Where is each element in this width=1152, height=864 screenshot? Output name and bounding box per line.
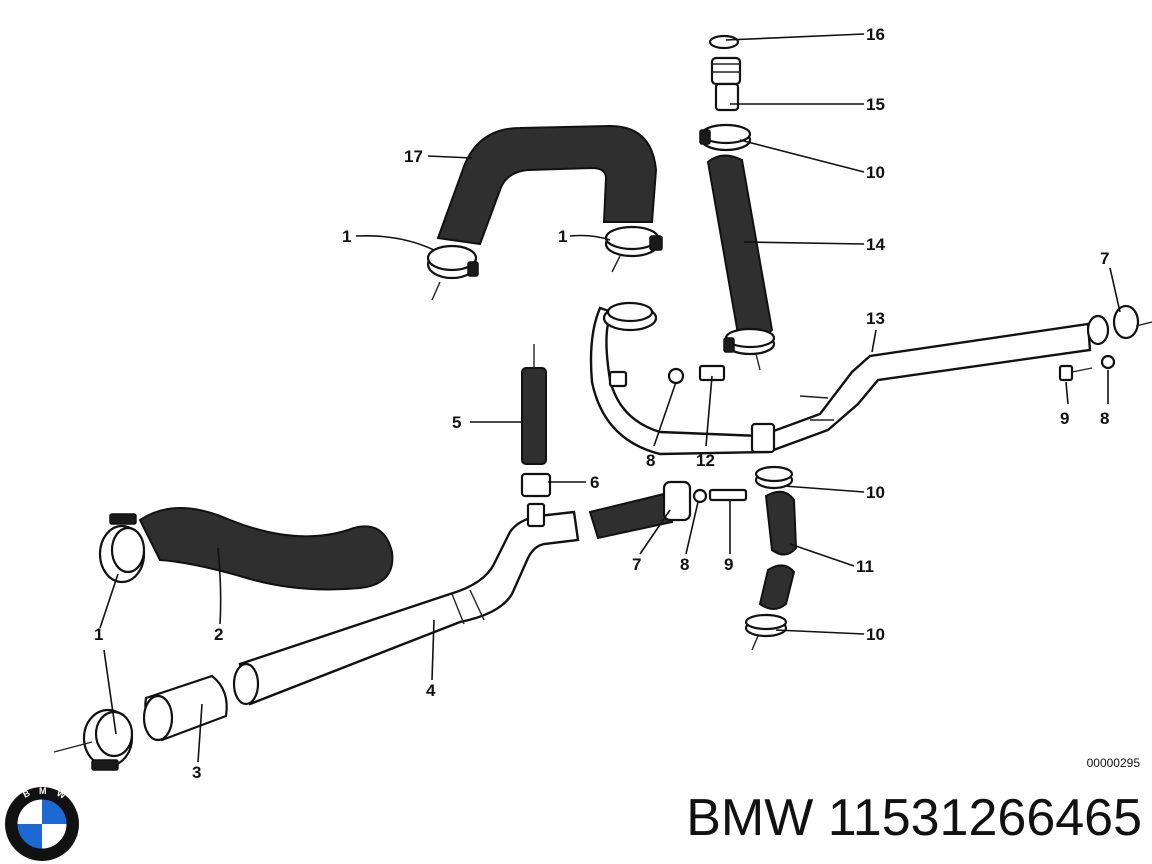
- callout-12: 12: [696, 451, 715, 470]
- drawing-code: 00000295: [1086, 756, 1140, 770]
- bolt-9-right: [1058, 364, 1093, 382]
- hose-5: [521, 344, 547, 465]
- callout-15: 15: [866, 95, 885, 114]
- clamp-1-left-bottom: [53, 708, 134, 771]
- cap-16: [708, 34, 740, 50]
- callout-10-mid: 10: [866, 483, 885, 502]
- callout-1-mid: 1: [558, 227, 567, 246]
- callout-2: 2: [214, 625, 223, 644]
- washer-8-mid: [667, 367, 685, 385]
- svg-text:M: M: [39, 786, 47, 796]
- callout-14: 14: [866, 235, 885, 254]
- callout-9-right: 9: [1060, 409, 1069, 428]
- callout-4: 4: [426, 681, 436, 700]
- callout-3: 3: [192, 763, 201, 782]
- callout-8-mid: 8: [646, 451, 655, 470]
- hose-14: [706, 154, 774, 339]
- bolt-9-lower: [708, 488, 748, 502]
- callout-7-right: 7: [1100, 249, 1109, 268]
- clamp-bottom-14: [723, 327, 776, 371]
- clamp-10-bottom: [744, 613, 788, 651]
- hose-stub: [588, 492, 674, 540]
- hose-2: [138, 507, 394, 591]
- callout-17: 17: [404, 147, 423, 166]
- hose-17: [436, 124, 658, 246]
- leader-lines: [99, 33, 1121, 763]
- callout-labels: 16 15 10 14 17 1 1 7 13 9 8 5 8 12 6 10 …: [94, 25, 1109, 782]
- callout-13: 13: [866, 309, 885, 328]
- clamp-1-mid: [604, 225, 663, 273]
- svg-text:B: B: [21, 788, 32, 800]
- sleeve-7-right: [1086, 304, 1152, 346]
- washer-8-lower: [692, 488, 708, 504]
- clamp-10-top: [699, 123, 752, 152]
- callout-10-top: 10: [866, 163, 885, 182]
- callout-11: 11: [856, 557, 874, 576]
- callout-16: 16: [866, 25, 885, 44]
- clip-6: [520, 472, 552, 498]
- clamp-1-top: [426, 244, 479, 301]
- callout-8-right: 8: [1100, 409, 1109, 428]
- clamp-10-mid: [754, 465, 794, 490]
- bmw-logo: B M W: [5, 786, 79, 861]
- part-caption: BMW 11531266465: [592, 788, 1142, 848]
- callout-8-lower: 8: [680, 555, 689, 574]
- fitting-15: [710, 56, 742, 112]
- pipe-13: [589, 301, 1092, 456]
- clamp-1-left-top: [98, 513, 146, 584]
- callout-7-mid: 7: [632, 555, 641, 574]
- callout-9-lower: 9: [724, 555, 733, 574]
- callout-6: 6: [590, 473, 599, 492]
- part-number: 11531266465: [827, 789, 1142, 847]
- callout-5: 5: [452, 413, 461, 432]
- hose-11: [758, 490, 798, 610]
- callout-1-left: 1: [94, 625, 103, 644]
- sleeve-3: [142, 674, 228, 742]
- callout-10-bottom: 10: [866, 625, 885, 644]
- brand-name: BMW: [686, 789, 814, 847]
- pipe-4: [232, 502, 580, 706]
- washer-8-right: [1100, 354, 1116, 370]
- callout-1-top: 1: [342, 227, 351, 246]
